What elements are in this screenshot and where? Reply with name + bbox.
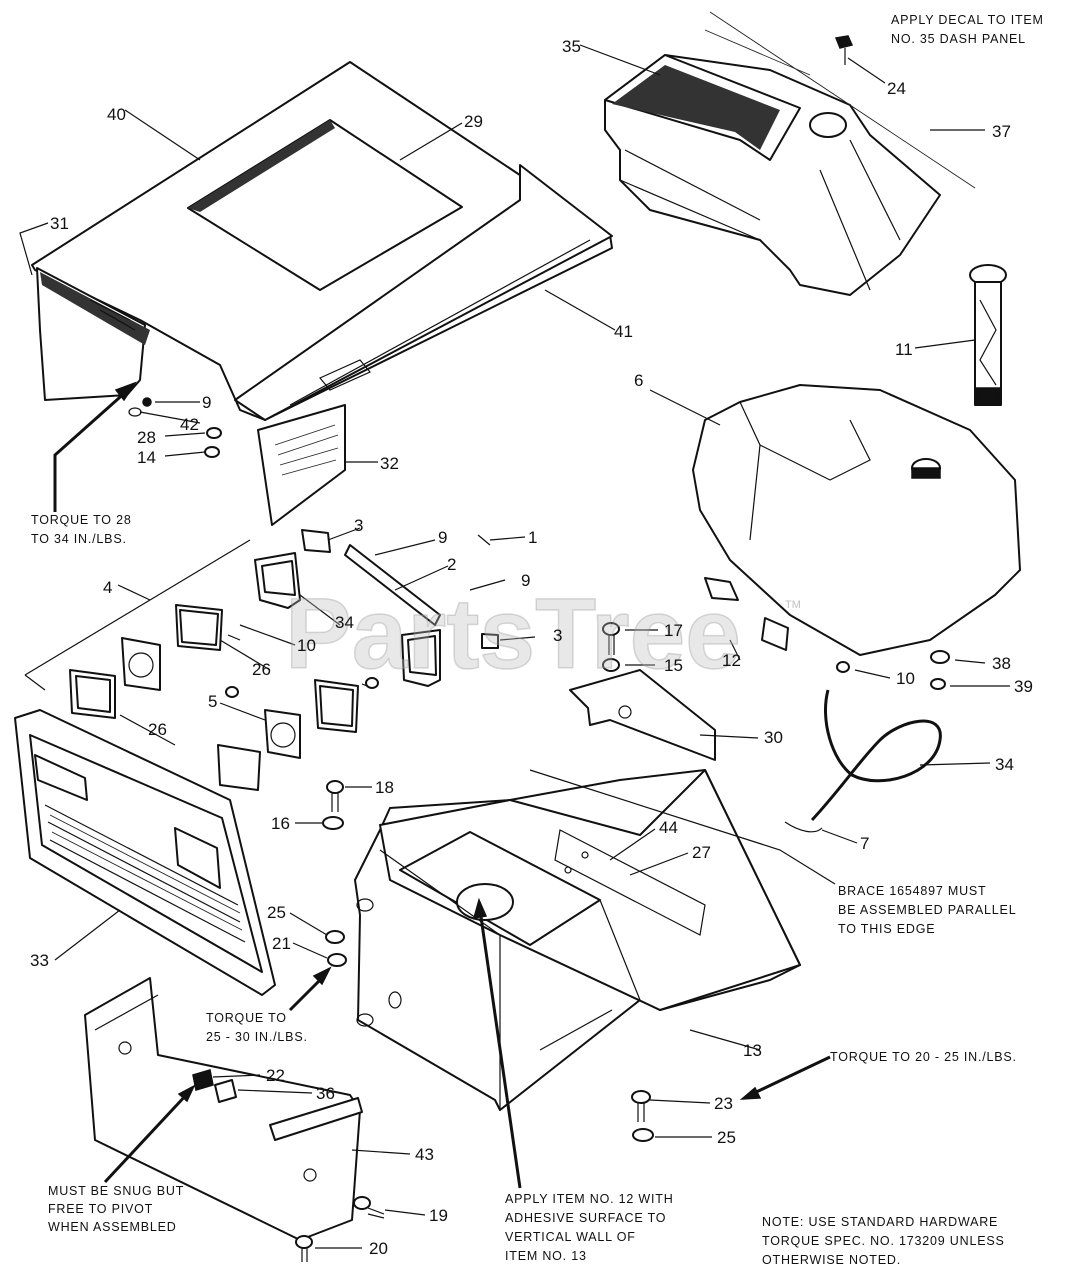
- note-brace-line1: BRACE 1654897 MUST: [838, 884, 987, 898]
- dash-panel: [604, 11, 976, 296]
- callout-15: 15: [664, 656, 683, 675]
- callout-28: 28: [137, 428, 156, 447]
- grille: [14, 709, 276, 996]
- callout-22: 22: [266, 1066, 285, 1085]
- light-assembly: [24, 529, 499, 791]
- callout-23: 23: [714, 1094, 733, 1113]
- note-snug-line1: MUST BE SNUG BUT: [48, 1184, 184, 1198]
- callout-43: 43: [415, 1145, 434, 1164]
- callout-numbers: 40 29 31 41 9 42 28 14 32 35 24 37 11 6 …: [30, 37, 1033, 1258]
- note-snug-line2: FREE TO PIVOT: [48, 1202, 153, 1216]
- watermark-text: PartsTree: [285, 578, 741, 690]
- callout-19: 19: [429, 1206, 448, 1225]
- note-standard-line2: TORQUE SPEC. NO. 173209 UNLESS: [762, 1234, 1005, 1248]
- note-apply12-line4: ITEM NO. 13: [505, 1249, 587, 1263]
- fuel-gauge: [969, 264, 1007, 406]
- fuel-tank: [692, 384, 1021, 656]
- callout-4: 4: [103, 578, 112, 597]
- callout-25-grille: 25: [267, 903, 286, 922]
- note-torque-25-line2: 25 - 30 IN./LBS.: [206, 1030, 308, 1044]
- callout-2: 2: [447, 555, 456, 574]
- watermark: PartsTree TM: [284, 577, 801, 691]
- callout-39: 39: [1014, 677, 1033, 696]
- callout-33: 33: [30, 951, 49, 970]
- note-standard-line3: OTHERWISE NOTED.: [762, 1253, 901, 1267]
- callout-18: 18: [375, 778, 394, 797]
- note-apply12-line1: APPLY ITEM NO. 12 WITH: [505, 1192, 674, 1206]
- callout-26-top: 26: [252, 660, 271, 679]
- callout-25-frame: 25: [717, 1128, 736, 1147]
- note-apply12-line3: VERTICAL WALL OF: [505, 1230, 636, 1244]
- callout-21: 21: [272, 934, 291, 953]
- callout-40: 40: [107, 105, 126, 124]
- callout-41: 41: [614, 322, 633, 341]
- callout-1: 1: [528, 528, 537, 547]
- callout-37: 37: [992, 122, 1011, 141]
- note-decal-line1: APPLY DECAL TO ITEM: [891, 13, 1044, 27]
- callout-35: 35: [562, 37, 581, 56]
- callout-44: 44: [659, 818, 678, 837]
- note-apply12-line2: ADHESIVE SURFACE TO: [505, 1211, 666, 1225]
- callout-9-light: 9: [438, 528, 447, 547]
- note-torque-25-line1: TORQUE TO: [206, 1011, 287, 1025]
- callout-3-bottom: 3: [553, 626, 562, 645]
- hood-assembly: [31, 61, 613, 526]
- callout-24: 24: [887, 79, 906, 98]
- callout-32: 32: [380, 454, 399, 473]
- callout-9-hood: 9: [202, 393, 211, 412]
- callout-17: 17: [664, 621, 683, 640]
- note-torque-28-line1: TORQUE TO 28: [31, 513, 132, 527]
- note-arrows: [53, 381, 831, 1189]
- callout-13: 13: [743, 1041, 762, 1060]
- callout-26-bottom: 26: [148, 720, 167, 739]
- callout-34-fuel-line: 34: [995, 755, 1014, 774]
- callout-10-light: 10: [297, 636, 316, 655]
- callout-31: 31: [50, 214, 69, 233]
- fuel-line: [784, 689, 942, 833]
- callout-5: 5: [208, 692, 217, 711]
- note-decal-line2: NO. 35 DASH PANEL: [891, 32, 1026, 46]
- hardware: [128, 35, 950, 1262]
- note-standard-line1: NOTE: USE STANDARD HARDWARE: [762, 1215, 998, 1229]
- leader-lines: [19, 44, 1010, 1249]
- callout-3-top: 3: [354, 516, 363, 535]
- callout-38: 38: [992, 654, 1011, 673]
- note-snug-line3: WHEN ASSEMBLED: [48, 1220, 177, 1234]
- callout-42: 42: [180, 415, 199, 434]
- note-torque-28-line2: TO 34 IN./LBS.: [31, 532, 127, 546]
- bracket-30: [569, 669, 716, 761]
- callout-16: 16: [271, 814, 290, 833]
- callout-7: 7: [860, 834, 869, 853]
- callout-30: 30: [764, 728, 783, 747]
- callout-14: 14: [137, 448, 156, 467]
- bracket-43: [84, 977, 363, 1241]
- chassis-frame: [354, 769, 801, 1111]
- callout-34-light: 34: [335, 613, 354, 632]
- callout-20: 20: [369, 1239, 388, 1258]
- callout-29: 29: [464, 112, 483, 131]
- callout-10-tank: 10: [896, 669, 915, 688]
- note-torque-20: TORQUE TO 20 - 25 IN./LBS.: [830, 1050, 1017, 1064]
- callout-9-bracket: 9: [521, 571, 530, 590]
- callout-11: 11: [895, 340, 913, 359]
- assembly-notes: APPLY DECAL TO ITEM NO. 35 DASH PANEL TO…: [31, 13, 1044, 1267]
- watermark-trademark: TM: [785, 599, 801, 611]
- callout-36: 36: [316, 1084, 335, 1103]
- note-brace-line2: BE ASSEMBLED PARALLEL: [838, 903, 1016, 917]
- callout-12: 12: [722, 651, 741, 670]
- callout-6: 6: [634, 371, 643, 390]
- callout-27: 27: [692, 843, 711, 862]
- note-brace-line3: TO THIS EDGE: [838, 922, 935, 936]
